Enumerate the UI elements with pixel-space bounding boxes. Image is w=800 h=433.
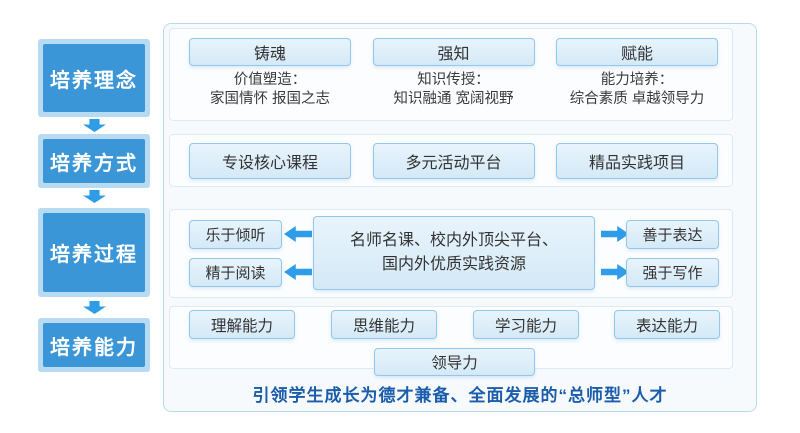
concept-desc-line2: 综合素质 卓越领导力 <box>569 91 705 107</box>
stage-box-process: 培养过程 <box>38 208 150 297</box>
concept-desc: 价值塑造： 家国情怀 报国之志 <box>210 71 330 109</box>
content-panel: 铸魂 价值塑造： 家国情怀 报国之志 强知 知识传授： 知识融通 宽阔视野 赋能… <box>163 23 757 412</box>
process-group: 乐于倾听 精于阅读 名师名课、校内外顶尖平台、 国内外优质实践资源 善于表达 强… <box>169 209 733 298</box>
stage-label-method: 培养方式 <box>43 139 145 183</box>
concept-title-box: 强知 <box>372 38 535 66</box>
ability-box-comprehension: 理解能力 <box>189 310 295 339</box>
down-arrow-icon <box>83 301 106 314</box>
process-center-line2: 国内外优质实践资源 <box>381 256 526 273</box>
concept-group: 铸魂 价值塑造： 家国情怀 报国之志 强知 知识传授： 知识融通 宽阔视野 赋能… <box>169 28 733 121</box>
method-box-courses: 专设核心课程 <box>189 142 351 179</box>
process-box-express: 善于表达 <box>626 220 719 249</box>
method-box-practice: 精品实践项目 <box>556 142 718 179</box>
right-arrow-icon <box>601 264 629 280</box>
concept-desc-line2: 家国情怀 报国之志 <box>209 91 331 107</box>
concept-title-box: 铸魂 <box>189 38 351 66</box>
concept-card: 强知 知识传授： 知识融通 宽阔视野 <box>372 29 535 120</box>
stage-box-ability: 培养能力 <box>38 318 150 372</box>
stage-label-ability: 培养能力 <box>43 323 145 367</box>
concept-desc: 能力培养： 综合素质 卓越领导力 <box>570 71 705 109</box>
process-box-read: 精于阅读 <box>189 258 282 287</box>
stage-label-concept: 培养理念 <box>43 44 145 112</box>
concept-desc-line1: 知识传授： <box>417 72 490 88</box>
process-center-line1: 名师名课、校内外顶尖平台、 <box>349 232 558 249</box>
ability-box-expression: 表达能力 <box>614 310 720 339</box>
process-center-box: 名师名课、校内外顶尖平台、 国内外优质实践资源 <box>313 216 595 290</box>
method-group: 专设核心课程 多元活动平台 精品实践项目 <box>169 134 733 187</box>
ability-box-thinking: 思维能力 <box>331 310 437 339</box>
right-arrow-icon <box>601 226 629 242</box>
down-arrow-icon <box>83 119 106 132</box>
concept-card: 铸魂 价值塑造： 家国情怀 报国之志 <box>189 29 351 120</box>
left-arrow-icon <box>284 264 312 280</box>
concept-desc-line2: 知识融通 宽阔视野 <box>393 91 514 107</box>
ability-box-leadership: 领导力 <box>374 348 535 376</box>
ability-group: 理解能力 思维能力 学习能力 表达能力 领导力 <box>169 306 733 376</box>
ability-box-learning: 学习能力 <box>473 310 579 339</box>
concept-desc: 知识传授： 知识融通 宽阔视野 <box>393 71 513 109</box>
stage-box-method: 培养方式 <box>38 134 150 188</box>
down-arrow-icon <box>83 190 106 203</box>
process-box-listen: 乐于倾听 <box>189 220 282 249</box>
stage-box-concept: 培养理念 <box>38 39 150 117</box>
footer-slogan: 引领学生成长为德才兼备、全面发展的“总师型”人才 <box>252 386 668 405</box>
concept-card: 赋能 能力培养： 综合素质 卓越领导力 <box>556 29 718 120</box>
left-arrow-icon <box>284 226 312 242</box>
concept-desc-line1: 能力培养： <box>600 72 674 88</box>
concept-title-box: 赋能 <box>556 38 718 66</box>
process-box-write: 强于写作 <box>626 258 719 287</box>
stage-label-process: 培养过程 <box>43 213 145 292</box>
method-box-platform: 多元活动平台 <box>372 142 535 179</box>
concept-desc-line1: 价值塑造： <box>233 72 307 88</box>
